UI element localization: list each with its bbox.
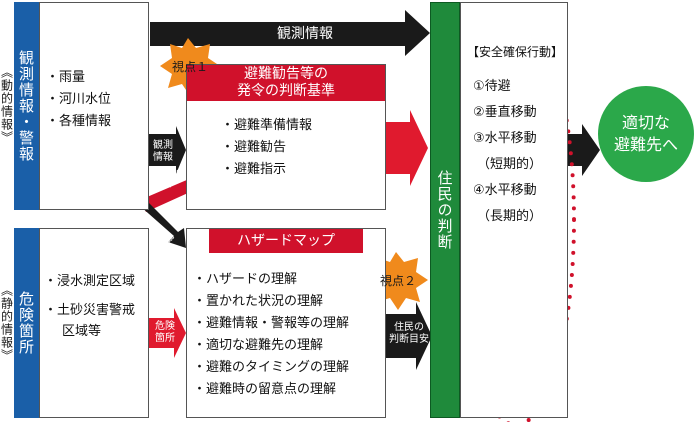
resident-guide-label: 住民の 判断目安 [389,322,429,345]
safety-action-item: ③水平移動 [473,131,537,146]
observation-sidebar-label: 観測情報・警報 [17,50,35,162]
observation-item: ・各種情報 [46,114,112,129]
hazard-area-arrow [148,308,186,358]
hazard-area-item: 区域等 [62,324,102,339]
safety-actions-panel: 【安全確保行動】 ①待避 ②垂直移動 ③水平移動 （短期的） ④水平移動 （長期… [460,2,568,418]
hazard-map-item: ・適切な避難先の理解 [193,338,324,353]
resident-judgement-column: 住民の判断 [430,2,460,418]
criteria-title-line2: 発令の判断基準 [237,83,335,99]
top-arrow-label: 観測情報 [277,26,333,42]
hazard-area-panel: ・浸水測定区域 ・土砂災害警戒 区域等 [39,228,149,418]
hazard-map-item: ・置かれた状況の理解 [193,294,324,309]
criteria-item: ・避難指示 [221,162,287,177]
observation-sidebar-sub: 《動的情報》 [0,30,14,180]
observation-sidebar: 観測情報・警報 [14,2,39,210]
goal-line1: 適切な [621,113,670,132]
criteria-list: ・避難準備情報 ・避難勧告 ・避難指示 [187,101,385,181]
obs-info-arrow [148,126,186,174]
resident-judgement-label: 住民の判断 [435,170,454,250]
hazard-sidebar-sub: 《静的情報》 [0,248,14,398]
top-observation-arrow [150,10,430,56]
hazard-map-to-judgement-arrow [384,302,432,370]
viewpoint2-label: 視点２ [379,274,416,288]
hazard-map-item: ・避難情報・警報等の理解 [193,316,350,331]
hazard-area-item: ・浸水測定区域 [44,274,136,289]
hazard-sub-label: 《静的情報》 [0,284,14,362]
criteria-title-line1: 避難勧告等の [244,66,328,82]
safety-action-item: （短期的） [477,157,543,172]
hazard-map-item: ・避難のタイミングの理解 [193,360,350,375]
viewpoint1-label: 視点１ [171,60,208,74]
criteria-item: ・避難勧告 [221,140,287,155]
hazard-map-header: ハザードマップ [209,229,363,253]
criteria-item: ・避難準備情報 [221,118,313,133]
safety-action-item: （長期的） [477,209,543,224]
observation-item: ・雨量 [46,70,86,85]
safety-action-item: ②垂直移動 [473,105,537,120]
hazard-connector-label: 危険 箇所 [155,321,175,344]
diagonal-obs-arrow [140,200,186,248]
obs-connector-label: 観測 情報 [153,140,173,163]
criteria-to-judgement-arrow [382,110,428,186]
hazard-map-title: ハザードマップ [237,232,335,249]
hazard-map-item: ・ハザードの理解 [193,272,298,287]
safety-dotted-outline [456,13,576,422]
hazard-map-panel: ハザードマップ ・ハザードの理解 ・置かれた状況の理解 ・避難情報・警報等の理解… [186,228,386,418]
observation-panel: ・雨量 ・河川水位 ・各種情報 [39,2,149,210]
safety-action-item: ①待避 [473,79,511,94]
observation-item: ・河川水位 [46,92,112,107]
goal-circle: 適切な 避難先へ [598,86,694,182]
hazard-map-list: ・ハザードの理解 ・置かれた状況の理解 ・避難情報・警報等の理解 ・適切な避難先… [187,253,385,401]
criteria-panel: 避難勧告等の 発令の判断基準 ・避難準備情報 ・避難勧告 ・避難指示 [186,64,386,210]
criteria-header: 避難勧告等の 発令の判断基準 [187,65,385,101]
hazard-area-item: ・土砂災害警戒 [44,303,136,318]
safety-actions-title: 【安全確保行動】 [467,45,564,59]
hazard-map-item: ・避難時の留意点の理解 [193,382,337,397]
hazard-area-list: ・浸水測定区域 ・土砂災害警戒 区域等 [40,229,148,342]
hazard-sidebar-label: 危険箇所 [17,291,35,355]
observation-sub-label: 《動的情報》 [0,66,14,144]
observation-list: ・雨量 ・河川水位 ・各種情報 [40,3,148,133]
goal-line2: 避難先へ [613,135,678,154]
safety-actions-list: ①待避 ②垂直移動 ③水平移動 （短期的） ④水平移動 （長期的） [461,60,567,230]
judgement-to-goal-arrow [565,124,600,176]
safety-action-item: ④水平移動 [473,183,537,198]
hazard-sidebar: 危険箇所 [14,228,39,418]
